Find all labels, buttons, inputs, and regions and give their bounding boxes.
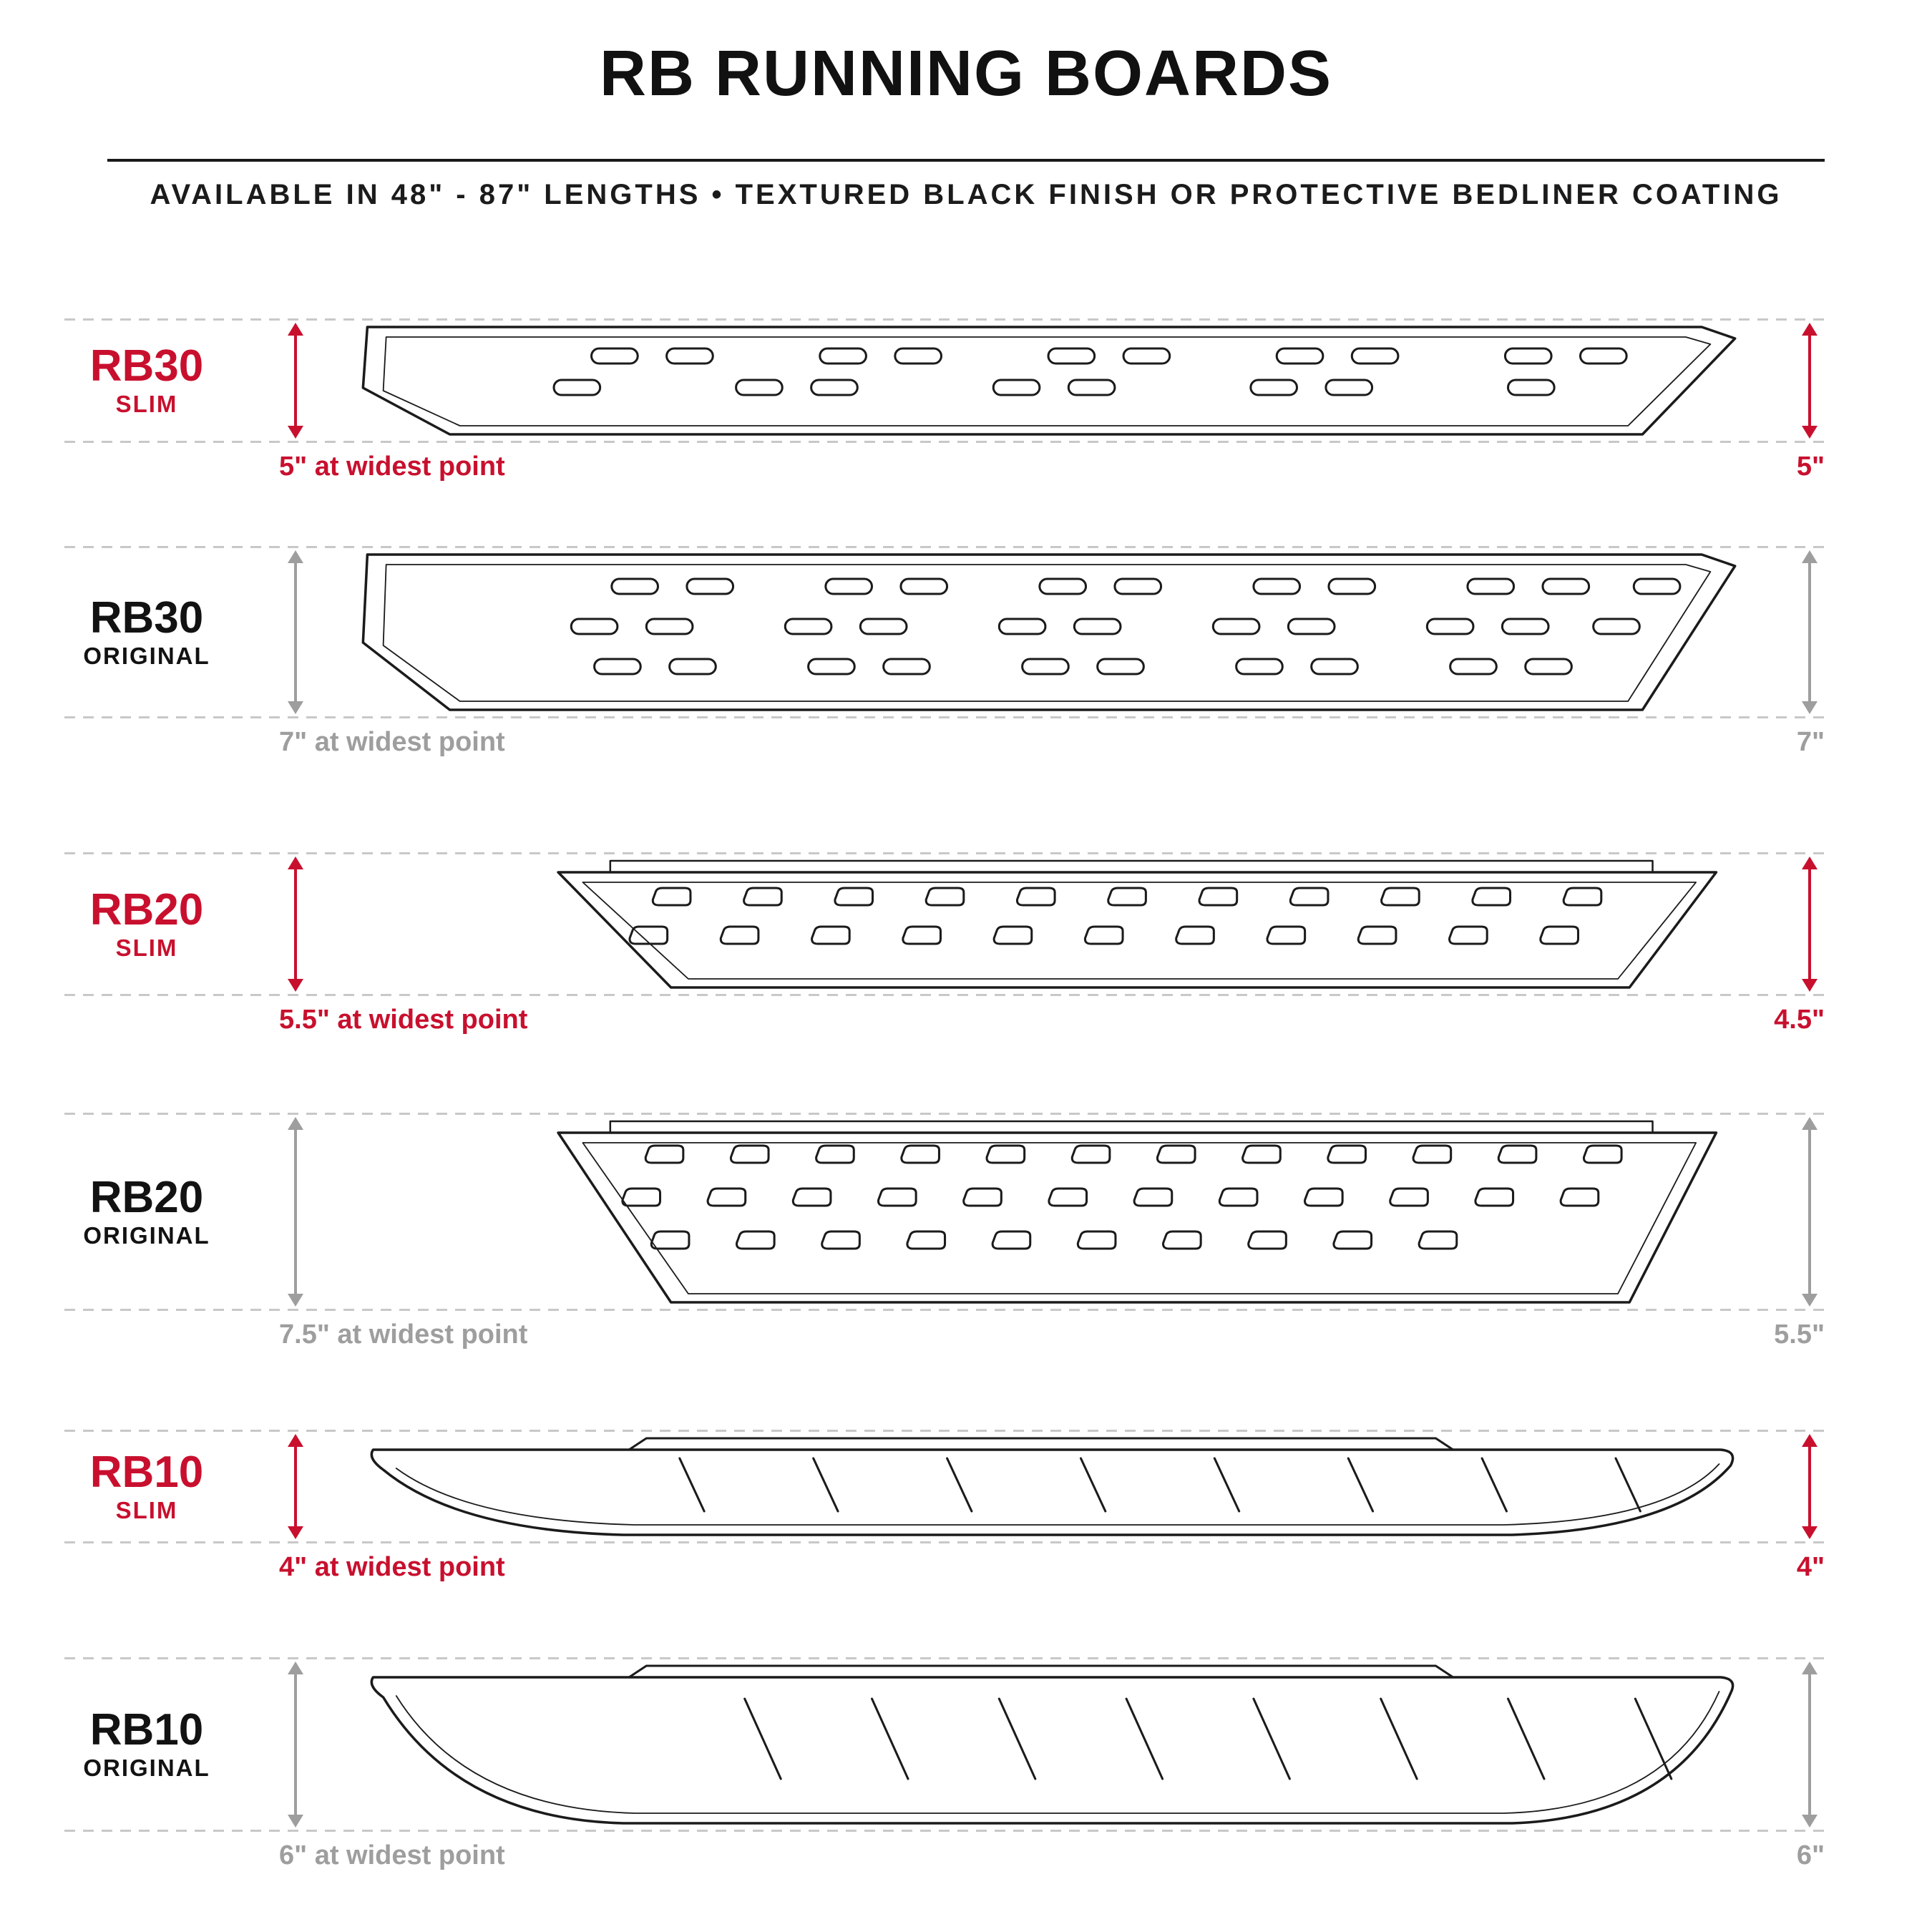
board-model: RB30	[89, 592, 204, 643]
running-board-drawing-rb20-original	[557, 1120, 1718, 1304]
width-note: 7" at widest point	[279, 727, 505, 757]
running-board-drawing-rb20-slim	[557, 859, 1718, 989]
board-label: RB30 SLIM	[64, 341, 229, 417]
board-model: RB20	[89, 1172, 204, 1222]
board-row-rb30-original: RB30 ORIGINAL 7" at widest point 7"	[64, 546, 1868, 757]
height-note: 5.5"	[1774, 1319, 1825, 1350]
board-row-rb20-slim: RB20 SLIM 5.5" at widest point 4.5"	[64, 852, 1868, 1035]
height-note: 7"	[1796, 727, 1825, 757]
board-row-rb10-slim: RB10 SLIM 4" at widest point 4"	[64, 1430, 1868, 1582]
board-variant: ORIGINAL	[83, 642, 210, 669]
height-dimension-arrow-right	[1802, 1662, 1818, 1828]
height-note: 6"	[1796, 1840, 1825, 1870]
running-board-drawing-rb30-slim	[361, 326, 1737, 436]
height-dimension-arrow-right	[1802, 1117, 1818, 1307]
width-note: 7.5" at widest point	[279, 1319, 528, 1350]
board-row-rb30-slim: RB30 SLIM 5" at widest point 5"	[64, 318, 1868, 482]
board-row-rb20-original: RB20 ORIGINAL 7.5" at widest point 5.5"	[64, 1113, 1868, 1350]
board-label: RB30 ORIGINAL	[64, 595, 229, 668]
board-model: RB30	[89, 341, 204, 391]
board-label: RB20 ORIGINAL	[64, 1175, 229, 1248]
height-dimension-arrow-left	[288, 1662, 303, 1828]
page-subtitle: AVAILABLE IN 48" - 87" LENGTHS • TEXTURE…	[150, 179, 1782, 210]
board-model: RB10	[89, 1704, 204, 1755]
dimension-dashed-line-bottom	[64, 1830, 1825, 1832]
running-board-drawing-rb10-slim	[370, 1437, 1735, 1536]
dimension-dashed-line-top	[64, 1430, 1825, 1432]
board-variant: ORIGINAL	[83, 1754, 210, 1781]
height-dimension-arrow-left	[288, 857, 303, 992]
dimension-dashed-line-top	[64, 1657, 1825, 1659]
height-dimension-arrow-right	[1802, 550, 1818, 714]
height-note: 4"	[1796, 1552, 1825, 1582]
board-variant: SLIM	[115, 934, 178, 961]
board-label: RB10 ORIGINAL	[64, 1704, 229, 1781]
height-dimension-arrow-left	[288, 323, 303, 439]
dimension-dashed-line-top	[64, 318, 1825, 321]
width-note: 5.5" at widest point	[279, 1005, 528, 1035]
height-dimension-arrow-right	[1802, 323, 1818, 439]
height-dimension-arrow-left	[288, 550, 303, 714]
dimension-dashed-line-bottom	[64, 716, 1825, 718]
board-label: RB20 SLIM	[64, 887, 229, 960]
dimension-dashed-line-bottom	[64, 1309, 1825, 1311]
board-variant: ORIGINAL	[83, 1221, 210, 1249]
height-dimension-arrow-right	[1802, 857, 1818, 992]
running-board-drawing-rb30-original	[361, 553, 1737, 711]
height-dimension-arrow-right	[1802, 1434, 1818, 1539]
board-variant: SLIM	[115, 1496, 178, 1523]
height-dimension-arrow-left	[288, 1434, 303, 1539]
board-model: RB10	[89, 1447, 204, 1497]
dimension-dashed-line-bottom	[64, 994, 1825, 996]
running-board-drawing-rb10-original	[370, 1664, 1735, 1825]
width-note: 6" at widest point	[279, 1840, 505, 1870]
dimension-dashed-line-top	[64, 852, 1825, 854]
dimension-dashed-line-top	[64, 546, 1825, 548]
board-model: RB20	[89, 884, 204, 935]
board-label: RB10 SLIM	[64, 1450, 229, 1523]
board-row-rb10-original: RB10 ORIGINAL 6" at widest point 6"	[64, 1657, 1868, 1870]
dimension-dashed-line-bottom	[64, 441, 1825, 443]
height-note: 4.5"	[1774, 1005, 1825, 1035]
board-variant: SLIM	[115, 390, 178, 417]
dimension-dashed-line-top	[64, 1113, 1825, 1115]
height-dimension-arrow-left	[288, 1117, 303, 1307]
dimension-dashed-line-bottom	[64, 1541, 1825, 1543]
width-note: 4" at widest point	[279, 1552, 505, 1582]
width-note: 5" at widest point	[279, 452, 505, 482]
height-note: 5"	[1796, 452, 1825, 482]
page-title: RB RUNNING BOARDS	[600, 38, 1332, 109]
title-divider	[107, 159, 1825, 162]
